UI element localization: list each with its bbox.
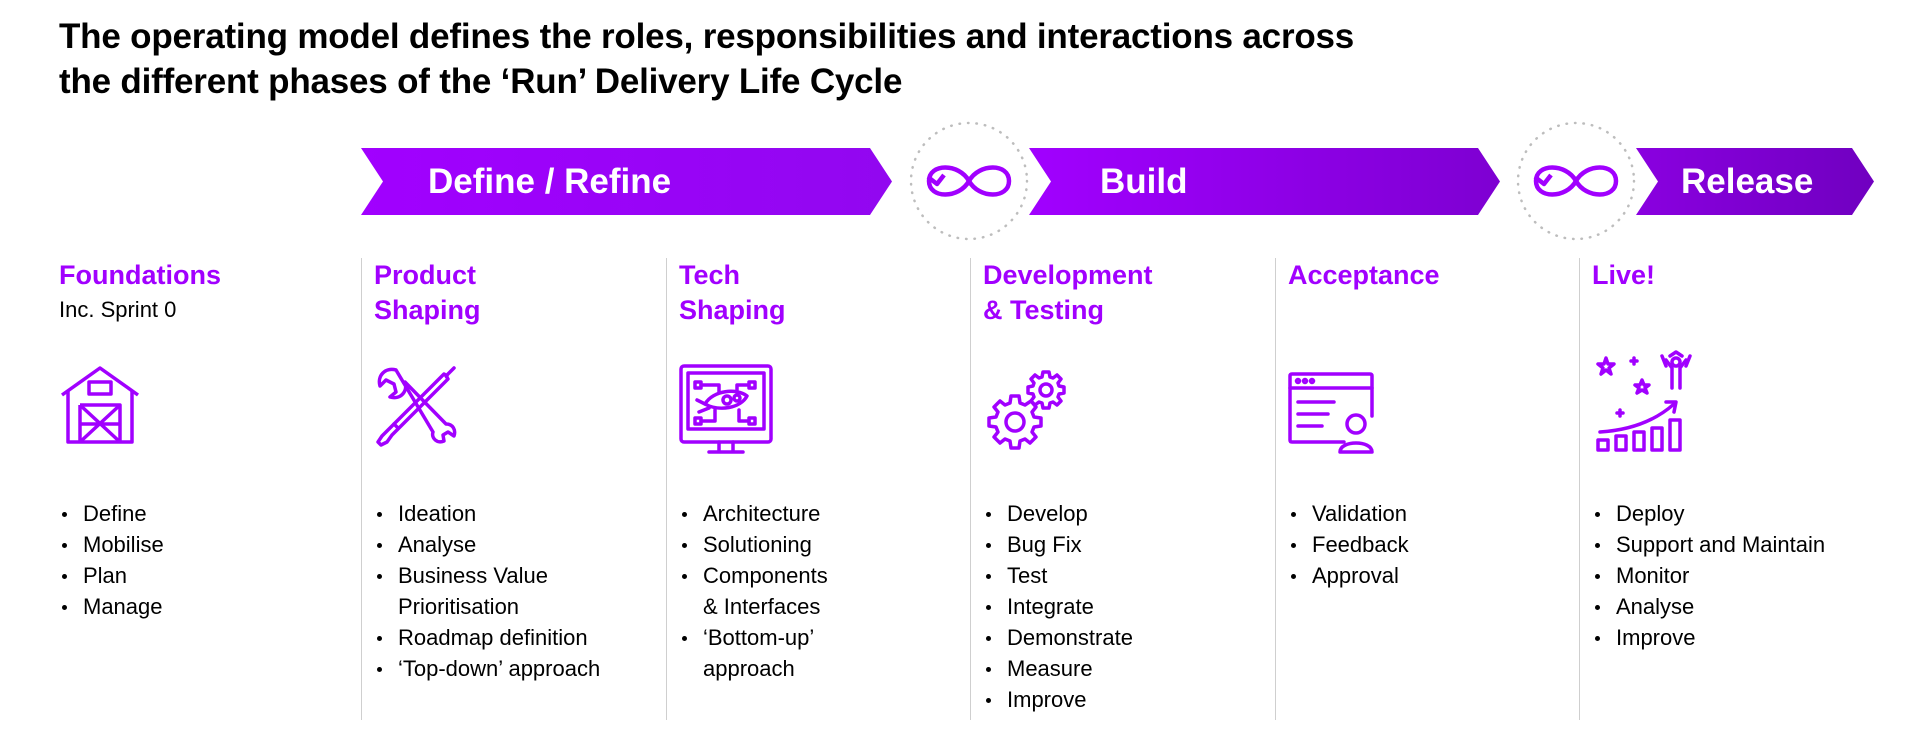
list-item: Solutioning xyxy=(679,529,979,560)
column-heading: Acceptance xyxy=(1288,258,1578,293)
list-item-continued: & Interfaces xyxy=(703,594,821,619)
list-item: Demonstrate xyxy=(983,622,1283,653)
phase-label: Build xyxy=(1100,161,1188,201)
list-item: Integrate xyxy=(983,591,1283,622)
list-item: ‘Top-down’ approach xyxy=(374,653,674,684)
column-live: Live! Deploy Support and Maintain Monito… xyxy=(1579,258,1892,720)
list-item: Mobilise xyxy=(59,529,359,560)
heading-line: Shaping xyxy=(374,295,481,325)
list-item: Improve xyxy=(1592,622,1892,653)
celebration-growth-icon xyxy=(1596,350,1692,452)
list-item: Support and Maintain xyxy=(1592,529,1892,560)
title-line-2: the different phases of the ‘Run’ Delive… xyxy=(59,62,903,101)
rocket-monitor-icon xyxy=(679,364,773,454)
heading-line: Shaping xyxy=(679,295,786,325)
browser-user-icon xyxy=(1288,372,1374,454)
list-item: Bug Fix xyxy=(983,529,1283,560)
page-title: The operating model defines the roles, r… xyxy=(59,14,1354,104)
list-item: Validation xyxy=(1288,498,1588,529)
column-heading: Live! xyxy=(1592,258,1892,293)
infinity-loop-icon xyxy=(1516,121,1636,241)
list-item: Test xyxy=(983,560,1283,591)
list-item: Manage xyxy=(59,591,359,622)
list-item: Analyse xyxy=(1592,591,1892,622)
heading-line: Development xyxy=(983,260,1153,290)
list-item: Plan xyxy=(59,560,359,591)
list-item: Develop xyxy=(983,498,1283,529)
list-item-continued: Prioritisation xyxy=(398,594,520,619)
list-item: Feedback xyxy=(1288,529,1588,560)
column-heading: Tech Shaping xyxy=(679,258,969,328)
list-item: Measure xyxy=(983,653,1283,684)
column-heading: Foundations xyxy=(59,258,349,293)
wrench-screwdriver-icon xyxy=(376,366,457,447)
phase-release: Release xyxy=(1636,148,1874,215)
list-item: Roadmap definition xyxy=(374,622,674,653)
heading-line: Tech xyxy=(679,260,741,290)
heading-line: Foundations xyxy=(59,260,221,290)
list-item: Define xyxy=(59,498,359,529)
list-item-continued: approach xyxy=(703,656,795,681)
column-item-list: Ideation Analyse Business Value Prioriti… xyxy=(374,498,674,684)
column-item-list: Define Mobilise Plan Manage xyxy=(59,498,359,622)
column-acceptance: Acceptance Validation Feedback Approval xyxy=(1275,258,1578,720)
phase-build: Build xyxy=(1029,148,1500,215)
heading-line: & Testing xyxy=(983,295,1104,325)
column-item-list: Develop Bug Fix Test Integrate Demonstra… xyxy=(983,498,1283,715)
list-item: Ideation xyxy=(374,498,674,529)
barn-icon xyxy=(60,366,140,444)
heading-line: Acceptance xyxy=(1288,260,1440,290)
column-product-shaping: Product Shaping Ideation Analyse Busines… xyxy=(361,258,664,720)
title-line-1: The operating model defines the roles, r… xyxy=(59,17,1355,56)
column-heading: Product Shaping xyxy=(374,258,664,328)
phase-define-refine: Define / Refine xyxy=(361,148,892,215)
list-item: Monitor xyxy=(1592,560,1892,591)
column-item-list: Deploy Support and Maintain Monitor Anal… xyxy=(1592,498,1892,653)
column-foundations: Foundations Inc. Sprint 0 Define Mobilis… xyxy=(59,258,349,720)
list-item: ‘Bottom-up’ xyxy=(679,622,979,653)
heading-line: Live! xyxy=(1592,260,1656,290)
list-item: Architecture xyxy=(679,498,979,529)
column-item-list: Validation Feedback Approval xyxy=(1288,498,1588,591)
column-tech-shaping: Tech Shaping Architecture Solutioning Co… xyxy=(666,258,969,720)
heading-line: Product xyxy=(374,260,477,290)
infinity-loop-icon xyxy=(909,121,1029,241)
phase-label: Release xyxy=(1681,161,1814,201)
list-item: Deploy xyxy=(1592,498,1892,529)
phase-label: Define / Refine xyxy=(428,161,672,201)
column-subheading: Inc. Sprint 0 xyxy=(59,297,177,322)
list-item: Business Value xyxy=(374,560,674,591)
column-heading: Development & Testing xyxy=(983,258,1273,328)
list-item: Analyse xyxy=(374,529,674,560)
list-item: Approval xyxy=(1288,560,1588,591)
list-item: Components xyxy=(679,560,979,591)
list-item: Improve xyxy=(983,684,1283,715)
column-development-testing: Development & Testing Develop Bug Fix Te… xyxy=(970,258,1273,720)
gears-icon xyxy=(987,370,1066,450)
column-item-list: Architecture Solutioning Components & In… xyxy=(679,498,979,684)
